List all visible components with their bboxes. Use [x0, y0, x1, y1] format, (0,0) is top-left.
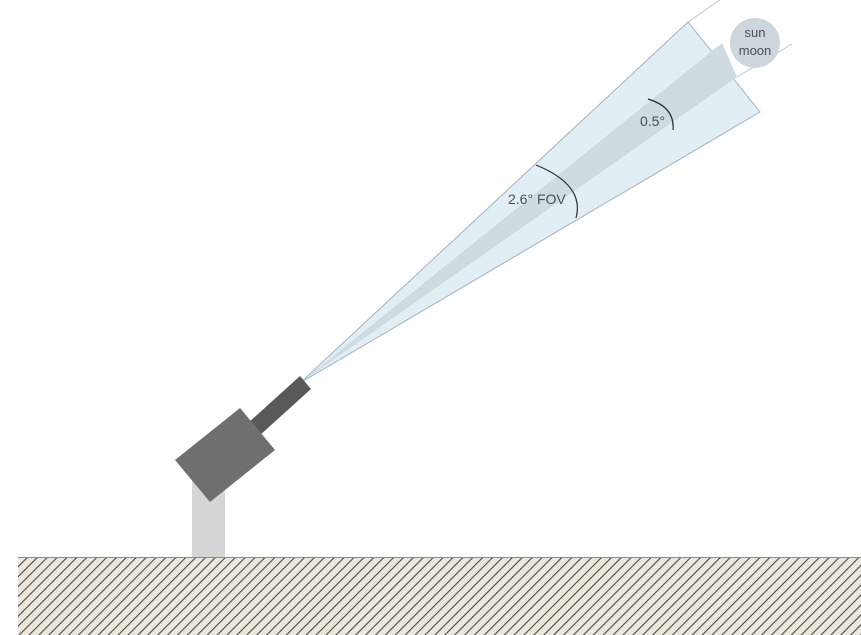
source-angle-label: 0.5° — [640, 113, 665, 129]
beam-edge-extension-upper — [687, 0, 721, 23]
fov-angle-label: 2.6° FOV — [508, 191, 566, 207]
ground — [18, 557, 861, 635]
target-label-sun: sun — [745, 25, 766, 40]
instrument — [175, 376, 311, 502]
fov-angle-arc — [535, 164, 578, 219]
source-beam — [300, 43, 737, 383]
source-angle-arc — [647, 98, 674, 131]
target-disc — [730, 18, 780, 68]
instrument-body — [175, 408, 275, 502]
target-label-moon: moon — [739, 43, 772, 58]
instrument-tube — [248, 376, 311, 436]
